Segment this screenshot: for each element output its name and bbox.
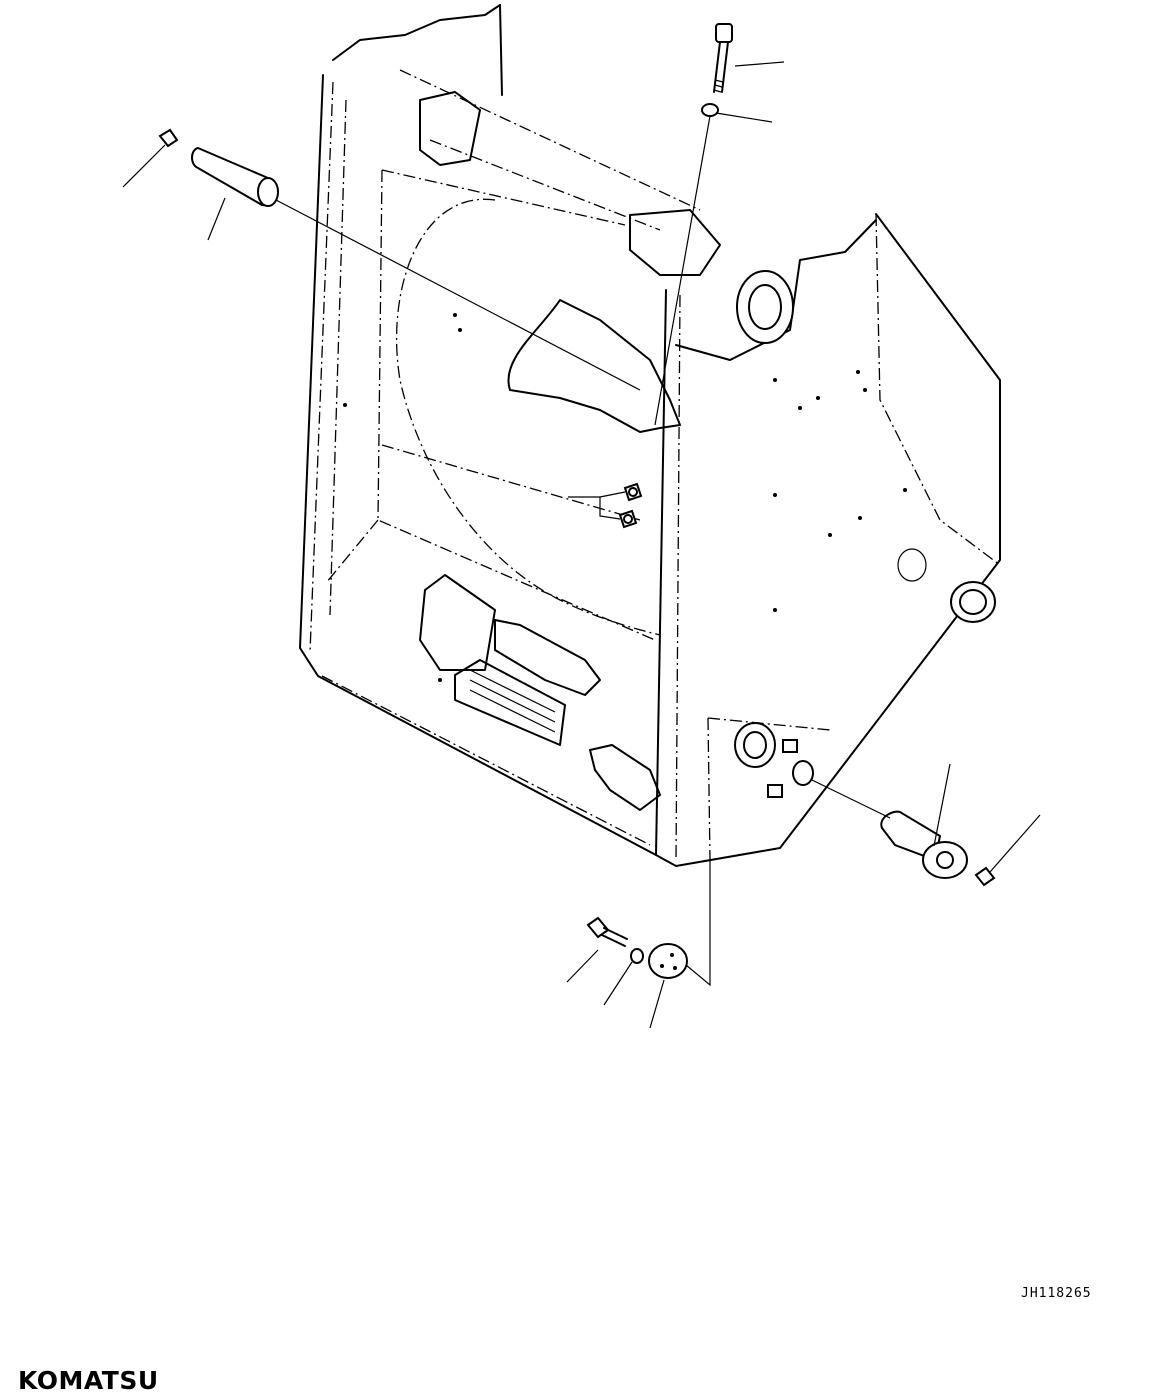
bolt-axis-line xyxy=(654,115,711,426)
illustration-code: JH118265 xyxy=(1021,1286,1092,1301)
left-plug-icon xyxy=(158,128,179,148)
left-pin-icon xyxy=(191,146,279,207)
upper-washer-icon xyxy=(701,103,719,117)
plate-axis-line xyxy=(685,860,711,987)
left-pin-axis-line xyxy=(275,199,641,391)
right-plug-icon xyxy=(974,866,996,887)
frame-outline xyxy=(299,4,1001,867)
nut-pair-icon xyxy=(618,482,643,529)
right-pin-axis-line xyxy=(811,779,891,819)
callout-leaders xyxy=(122,61,1041,1029)
right-pin-icon xyxy=(880,810,968,879)
lower-bolt-icon xyxy=(586,916,628,947)
lower-washer-icon xyxy=(630,948,644,964)
lower-plate-icon xyxy=(648,943,688,979)
upper-bolt-icon xyxy=(713,23,733,93)
brand-logo: KOMATSU xyxy=(18,1366,159,1392)
